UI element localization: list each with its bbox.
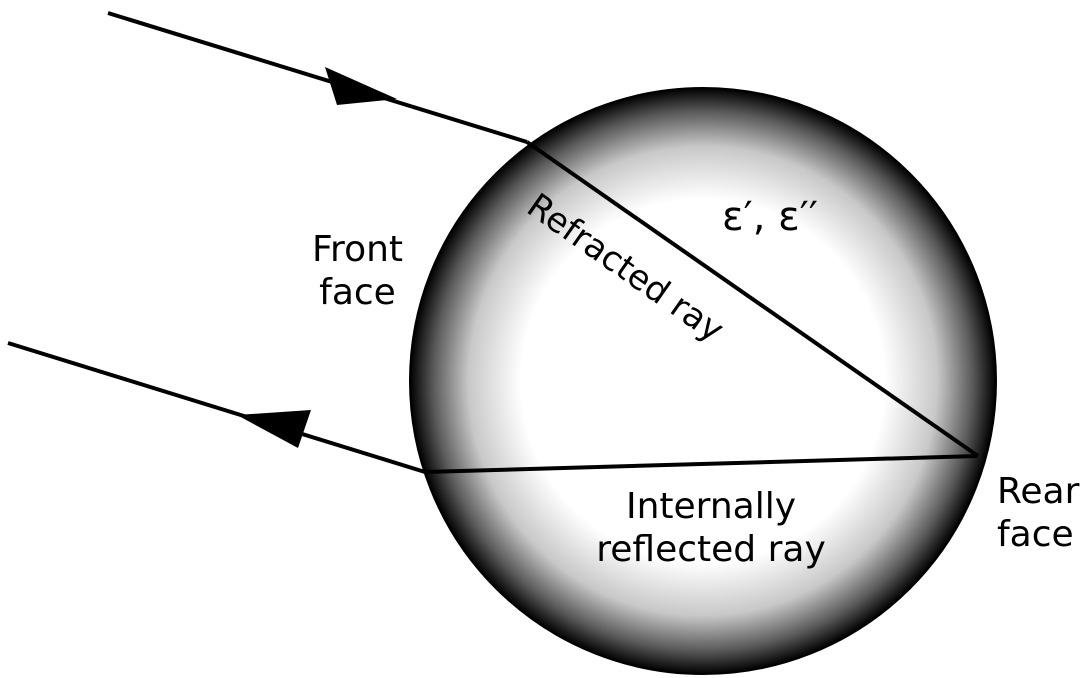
permittivity-label: ε′, ε′′ [722,194,818,240]
outgoing-ray [7,341,426,474]
front-face-label-line2: face [319,272,396,314]
droplet-sphere [409,87,997,675]
front-face-label-line1: Front [311,229,404,270]
internally-reflected-ray-label: Internally reflected ray [566,485,856,571]
internally-reflected-line1: Internally [625,486,797,527]
rear-face-label: Rear face [997,470,1091,556]
incoming-ray-arrow-icon [325,67,397,105]
internally-reflected-line2: reflected ray [596,529,826,571]
front-face-label: Front face [295,228,420,314]
outgoing-ray-arrow-icon [237,410,311,448]
internally-reflected-ray-line [424,454,979,474]
incoming-ray [107,11,528,144]
rear-face-label-line1: Rear [997,471,1080,512]
refracted-ray-line [525,140,980,458]
rear-face-label-line2: face [997,514,1074,556]
